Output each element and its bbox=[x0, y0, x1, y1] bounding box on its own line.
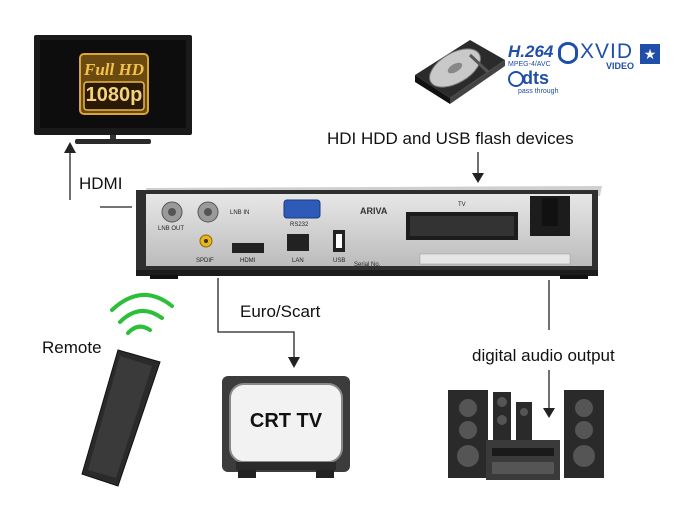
audio-arrowhead bbox=[543, 408, 555, 418]
scart-line bbox=[217, 278, 295, 360]
port-spdif: SPDIF bbox=[196, 258, 214, 264]
serial-label: Serial No. bbox=[354, 262, 381, 268]
flat-tv bbox=[34, 35, 192, 144]
full-hd-label: Full HD bbox=[84, 60, 144, 79]
xvid-sub: VIDEO bbox=[606, 61, 635, 71]
crt-tv bbox=[222, 376, 350, 478]
receiver-box bbox=[136, 186, 602, 279]
connector-lines bbox=[64, 142, 555, 418]
audio-output-label: digital audio output bbox=[472, 346, 615, 365]
speaker-system bbox=[448, 390, 604, 480]
port-lnb-in: LNB IN bbox=[230, 210, 250, 216]
port-usb: USB bbox=[333, 258, 346, 264]
full-hd-badge bbox=[79, 53, 149, 115]
remote-control bbox=[81, 292, 174, 487]
hdmi-arrowhead bbox=[64, 142, 76, 153]
port-hdmi: HDMI bbox=[240, 258, 256, 264]
hdd-arrowhead bbox=[472, 173, 484, 183]
port-lan: LAN bbox=[292, 258, 304, 264]
h264-sub: MPEG-4/AVC bbox=[508, 61, 551, 68]
scart-arrowhead bbox=[288, 357, 300, 368]
signal-waves-icon bbox=[110, 292, 174, 335]
xvid-logo: XVID bbox=[580, 40, 634, 63]
h264-logo: H.264 bbox=[508, 42, 554, 61]
dolby-icon bbox=[558, 42, 578, 64]
remote-label: Remote bbox=[42, 338, 102, 357]
port-rs232: RS232 bbox=[290, 222, 309, 228]
hard-disk bbox=[415, 40, 505, 104]
euro-scart-label: Euro/Scart bbox=[240, 302, 321, 321]
dts-sub: pass through bbox=[518, 88, 559, 95]
dts-icon bbox=[508, 71, 524, 87]
crt-tv-label: CRT TV bbox=[249, 410, 323, 432]
star-icon: ★ bbox=[640, 44, 660, 64]
hdmi-label: HDMI bbox=[79, 174, 123, 193]
port-lnb-out: LNB OUT bbox=[158, 226, 185, 232]
receiver-brand: ARIVA bbox=[360, 206, 388, 216]
hdd-usb-label: HDI HDD and USB flash devices bbox=[327, 129, 574, 148]
dts-logo: dts bbox=[522, 68, 549, 88]
1080p-label: 1080p bbox=[85, 84, 143, 106]
port-tv: TV bbox=[458, 202, 466, 208]
